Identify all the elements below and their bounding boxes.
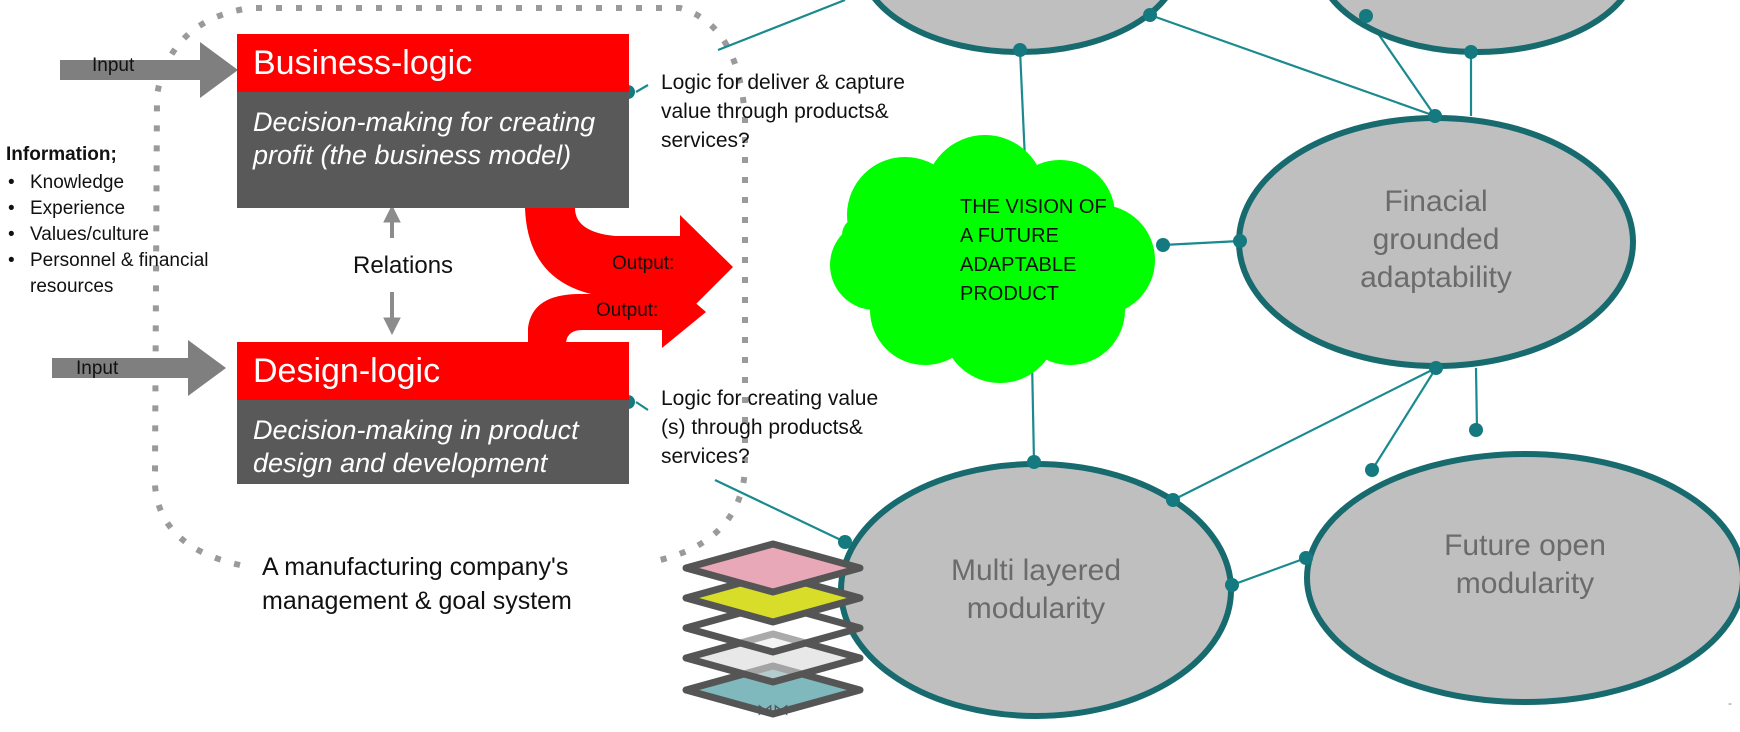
layers-stack-icon: ⋈⋈ [682,540,864,719]
business-logic-title: Business-logic [237,34,629,92]
svg-text:⋈⋈: ⋈⋈ [757,702,789,719]
relations-arrow [383,204,401,336]
input-arrow-top [60,42,238,98]
output-label-lower: Output: [596,300,659,321]
information-item: Values/culture [6,222,226,248]
input-label-top: Input [92,55,135,76]
input-label-bottom: Input [76,358,119,379]
input-arrow-bottom [52,340,226,396]
top-right-ellipse [1329,0,1625,55]
information-list: Knowledge Experience Values/culture Pers… [6,170,226,300]
relations-label: Relations [353,252,454,279]
financial-node-label: Finacial grounded adaptability [1360,185,1512,294]
information-panel: Information; Knowledge Experience Values… [6,144,226,300]
output-arrow-lower [528,274,706,348]
information-title: Information; [6,144,117,165]
footer-mark: - [1728,696,1732,710]
multi-layered-node-label: Multi layered modularity [950,554,1122,625]
information-item: Experience [6,196,226,222]
information-item: Personnel & financial resources [6,248,226,300]
network-connectors [635,0,1479,587]
business-logic-question: Logic for deliver & capture value throug… [661,71,905,152]
design-logic-question: Logic for creating value (s) through pro… [661,387,879,468]
design-logic-title: Design-logic [237,342,629,400]
output-label-upper: Output: [612,253,675,274]
future-open-node-label: Future open modularity [1444,529,1606,600]
design-logic-body: Decision-making in product design and de… [237,400,629,484]
system-caption: A manufacturing company's management & g… [262,553,572,615]
information-item: Knowledge [6,170,226,196]
future-open-ellipse [1304,451,1740,705]
system-boundary [151,5,748,568]
vision-label: THE VISION OF A FUTURE ADAPTABLE PRODUCT [960,196,1107,305]
business-logic-body: Decision-making for creating profit (the… [237,92,629,208]
vision-cloud [830,135,1155,383]
